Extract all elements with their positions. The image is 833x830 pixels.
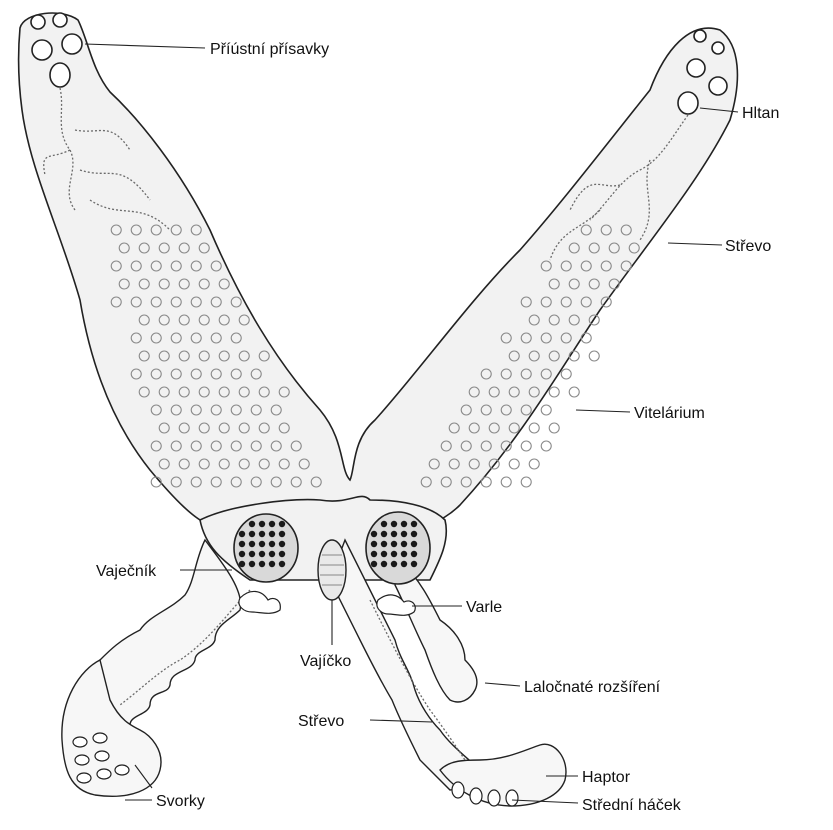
- vitellarium-follicle: [541, 405, 551, 415]
- ovary-cell: [269, 541, 275, 547]
- ovary-cell: [279, 541, 285, 547]
- ovary-cell: [279, 521, 285, 527]
- ovary-cell: [381, 561, 387, 567]
- ovary-cell: [259, 521, 265, 527]
- left-pharynx: [50, 63, 70, 87]
- right-buccal-sucker-2: [709, 77, 727, 95]
- right-pharynx: [678, 92, 698, 114]
- right-buccal-sucker-1: [687, 59, 705, 77]
- leader-vitelarium: [576, 410, 630, 412]
- egg: [318, 540, 346, 600]
- label-svorky: Svorky: [156, 793, 205, 810]
- ovary-cell: [381, 521, 387, 527]
- vitellarium-follicle: [521, 477, 531, 487]
- ovary-cell: [239, 561, 245, 567]
- left-buccal-sucker-1: [32, 40, 52, 60]
- vitellarium-follicle: [529, 459, 539, 469]
- ovary-cell: [391, 521, 397, 527]
- vitellarium-follicle: [549, 387, 559, 397]
- ovary-cell: [411, 541, 417, 547]
- ovary-cell: [259, 551, 265, 557]
- label-strevo-upper: Střevo: [725, 238, 771, 255]
- right-buccal-sucker-3: [694, 30, 706, 42]
- left-buccal-sucker-3: [31, 15, 45, 29]
- leader-strevo-upper: [668, 243, 722, 245]
- label-priustni-prisavky: Příústní přísavky: [210, 41, 329, 58]
- ovary-cell: [391, 531, 397, 537]
- label-strevo-lower: Střevo: [298, 713, 344, 730]
- ovary-cell: [279, 561, 285, 567]
- right-ovary: [366, 512, 430, 584]
- ovary-cell: [269, 531, 275, 537]
- vitellarium-follicle: [569, 387, 579, 397]
- ovary-cell: [371, 541, 377, 547]
- ovary-cell: [279, 531, 285, 537]
- ovary-cell: [401, 561, 407, 567]
- ovary-cell: [371, 531, 377, 537]
- left-ovary: [234, 514, 298, 582]
- label-hltan: Hltan: [742, 105, 779, 122]
- right-buccal-sucker-4: [712, 42, 724, 54]
- ovary-cell: [411, 561, 417, 567]
- ovary-cell: [269, 521, 275, 527]
- label-stredni-hacek: Střední háček: [582, 797, 682, 814]
- leader-lalocnate: [485, 683, 520, 686]
- vitellarium-follicle: [481, 477, 491, 487]
- vitellarium-follicle: [561, 369, 571, 379]
- ovary-cell: [411, 521, 417, 527]
- label-vitelarium: Vitelárium: [634, 405, 705, 422]
- left-buccal-sucker-2: [62, 34, 82, 54]
- ovary-cell: [381, 551, 387, 557]
- ovary-cell: [249, 551, 255, 557]
- label-varle: Varle: [466, 599, 502, 616]
- label-vajicko: Vajíčko: [300, 653, 351, 670]
- vitellarium-follicle: [509, 459, 519, 469]
- ovary-cell: [279, 551, 285, 557]
- ovary-cell: [259, 561, 265, 567]
- ovary-cell: [269, 561, 275, 567]
- ovary-cell: [259, 531, 265, 537]
- ovary-cell: [391, 551, 397, 557]
- vitellarium-follicle: [581, 333, 591, 343]
- ovary-cell: [371, 551, 377, 557]
- leader-priustni: [85, 44, 205, 48]
- ovary-cell: [239, 531, 245, 537]
- vitellarium-follicle: [501, 477, 511, 487]
- ovary-cell: [249, 531, 255, 537]
- ovary-cell: [239, 551, 245, 557]
- ovary-cell: [249, 541, 255, 547]
- label-haptor: Haptor: [582, 769, 631, 786]
- ovary-cell: [249, 561, 255, 567]
- ovary-cell: [401, 541, 407, 547]
- ovary-cell: [249, 521, 255, 527]
- ovary-cell: [381, 531, 387, 537]
- vitellarium-follicle: [541, 441, 551, 451]
- label-vajecnik: Vaječník: [96, 563, 157, 580]
- ovary-cell: [411, 551, 417, 557]
- ovary-cell: [401, 551, 407, 557]
- label-lalocnate-rozsireni: Laločnaté rozšíření: [524, 679, 661, 696]
- ovary-cell: [401, 531, 407, 537]
- vitellarium-follicle: [589, 351, 599, 361]
- ovary-cell: [269, 551, 275, 557]
- ovary-cell: [371, 561, 377, 567]
- ovary-cell: [401, 521, 407, 527]
- ovary-cell: [391, 541, 397, 547]
- ovary-cell: [239, 541, 245, 547]
- ovary-cell: [411, 531, 417, 537]
- left-testis: [239, 591, 280, 613]
- vitellarium-follicle: [529, 423, 539, 433]
- ovary-cell: [391, 561, 397, 567]
- vitellarium-follicle: [521, 441, 531, 451]
- ovary-cell: [381, 541, 387, 547]
- vitellarium-follicle: [549, 423, 559, 433]
- left-buccal-sucker-4: [53, 13, 67, 27]
- ovary-cell: [259, 541, 265, 547]
